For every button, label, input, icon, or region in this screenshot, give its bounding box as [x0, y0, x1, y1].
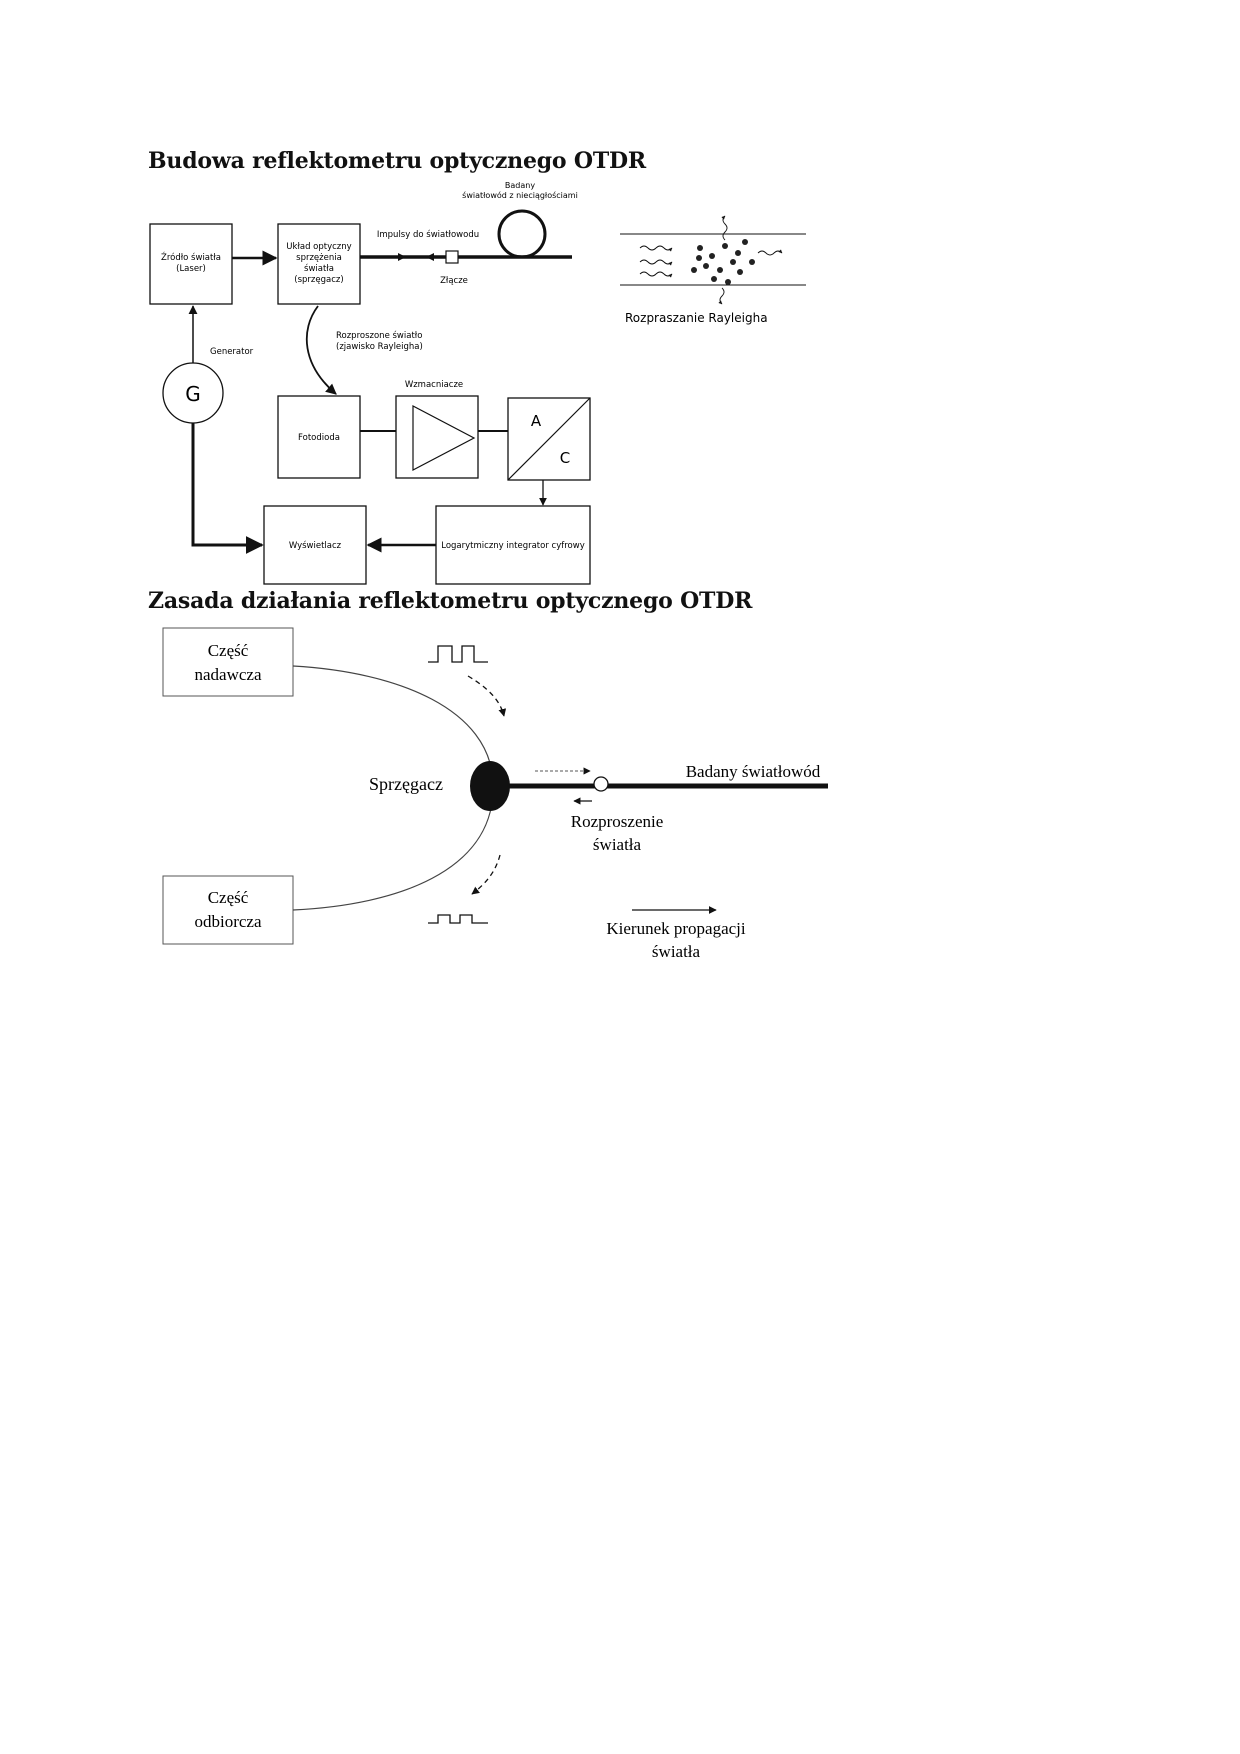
light-source-label: Źródło światła: [161, 251, 221, 263]
tested-fiber-label: Badany światłowód: [686, 762, 821, 781]
propagation-label-1: Kierunek propagacji: [606, 919, 746, 938]
receiver-label-1: Część: [208, 888, 249, 907]
receiver-label-2: odbiorcza: [194, 912, 261, 931]
propagation-label-2: światła: [652, 942, 701, 961]
received-pulses: [428, 914, 488, 924]
generator-label: Generator: [210, 347, 254, 357]
transmitter-label-2: nadawcza: [194, 665, 261, 684]
rayleigh-label: Rozpraszanie Rayleigha: [625, 311, 768, 325]
principle-diagram: Część nadawcza Część odbiorcza Sprzęgacz…: [162, 627, 828, 961]
coupler-symbol: [470, 761, 510, 811]
scatter-point: [593, 776, 609, 792]
amplifiers-label: Wzmacniacze: [405, 380, 463, 390]
section-title-principle: Zasada działania reflektometru optyczneg…: [148, 588, 753, 614]
rayleigh-inset: Rozpraszanie Rayleigha: [620, 215, 806, 325]
transmitted-pulses: [428, 645, 488, 663]
coupler-label-1: Układ optyczny: [286, 242, 351, 252]
transmitter-box: [162, 627, 294, 697]
amplifier-triangle: [412, 405, 476, 471]
receiver-box: [162, 875, 294, 945]
scattering-label-2: światła: [593, 835, 642, 854]
integrator-box: [435, 505, 591, 585]
scattered-light-label-1: Rozproszone światło: [336, 330, 422, 341]
section-title-structure: Budowa reflektometru optycznego OTDR: [148, 148, 646, 174]
transmitter-label-1: Część: [208, 641, 249, 660]
scattering-label-1: Rozproszenie: [571, 812, 664, 831]
coupler-label-4: (sprzęgacz): [294, 275, 343, 285]
scattered-light-label-2: (zjawisko Rayleigha): [336, 342, 423, 352]
light-source-sublabel: (Laser): [176, 264, 206, 274]
generator-letter: G: [185, 382, 201, 406]
display-box: [263, 505, 367, 585]
integrator-label: Logarytmiczny integrator cyfrowy: [441, 541, 584, 551]
amplifier-box: [395, 395, 479, 479]
converter-letter-a: A: [531, 412, 542, 430]
connector-label: Złącze: [440, 276, 468, 286]
connector-symbol: [445, 250, 459, 264]
photodiode-label: Fotodioda: [298, 433, 340, 443]
coupler-label-3: światła: [304, 263, 334, 274]
coupler-label: Sprzęgacz: [369, 774, 443, 794]
pulses-label: Impulsy do światłowodu: [377, 229, 479, 240]
block-diagram: Źródło światła (Laser) Układ optyczny sp…: [149, 181, 591, 585]
fiber-coil: [497, 209, 547, 259]
coupler-box: [277, 223, 361, 305]
tested-fiber-label-1: Badany: [505, 181, 535, 190]
coupler-label-2: sprzężenia: [296, 253, 342, 263]
photodiode-box: [277, 395, 361, 479]
scattering-particles: [691, 239, 755, 285]
tested-fiber-label-2: światłowód z nieciągłościami: [462, 190, 578, 200]
display-label: Wyświetlacz: [289, 540, 342, 551]
converter-letter-c: C: [560, 449, 570, 467]
light-source-box: [149, 223, 233, 305]
